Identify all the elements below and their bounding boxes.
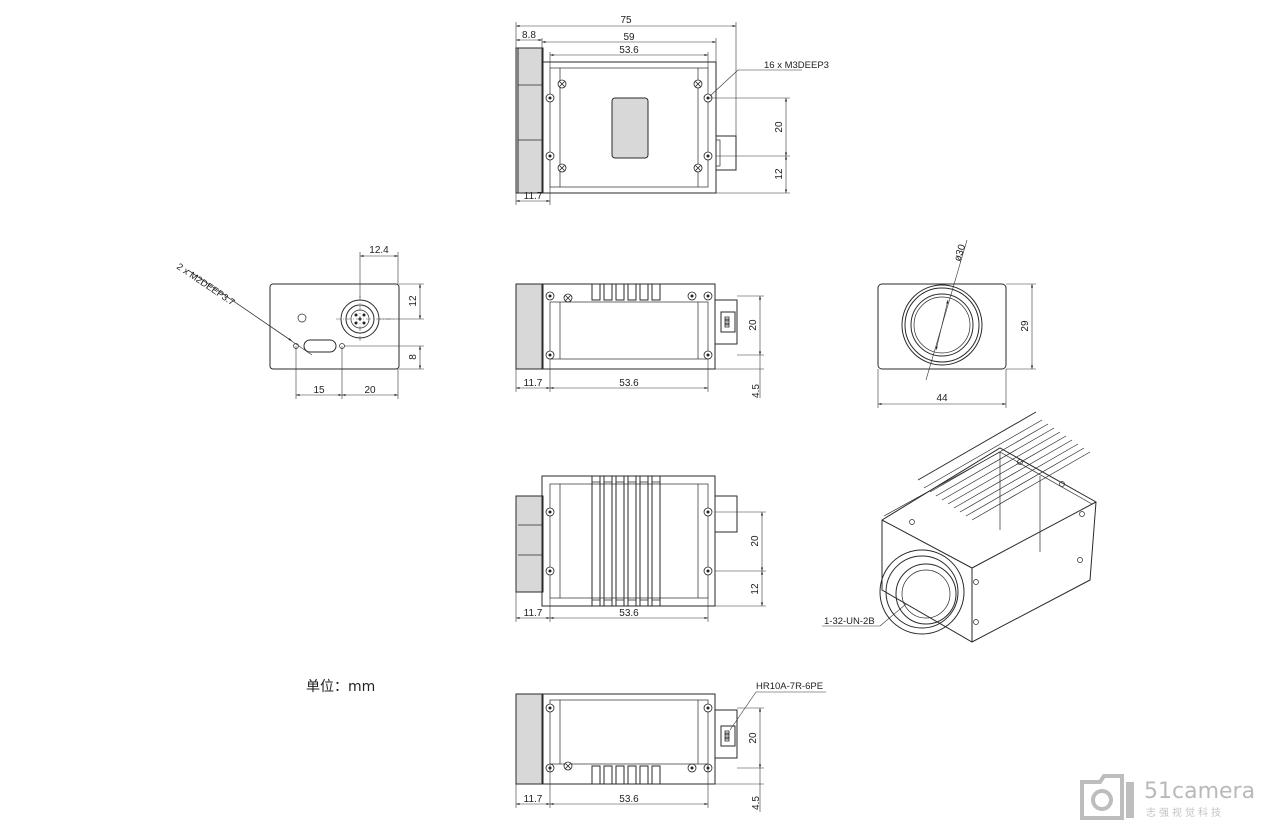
dim-left-offset: 15	[313, 385, 325, 396]
iso-view: 1-32-UN-2B	[822, 411, 1097, 643]
logo-sub: 志强视觉科技	[1146, 806, 1224, 819]
rear-dim-width: 44	[936, 393, 948, 404]
dim-offset: 12	[774, 168, 785, 180]
side1-flange	[515, 283, 544, 370]
callout-m2-holes: 2 x M2DEEP3.7	[174, 261, 236, 308]
dim-overall: 75	[620, 15, 632, 26]
front-view: 12.4 12 8 15 20 2 x M2DEEP3.7	[174, 245, 424, 399]
usb-port	[303, 339, 337, 353]
dim-conn-offset: 20	[364, 385, 376, 396]
bottom-dim-offset: 12	[750, 583, 761, 595]
callout-mount-thread: 1-32-UN-2B	[824, 616, 875, 627]
dim-height-lower: 8	[408, 354, 419, 360]
side1-dim-bottom: 4.5	[751, 384, 762, 398]
camera-body	[541, 61, 717, 194]
dim-inner: 53.6	[619, 45, 639, 56]
rear-view: ø30 29 44	[877, 239, 1036, 408]
side2-dim-bottom: 4.5	[751, 796, 762, 810]
unit-label: 单位：mm	[306, 679, 376, 695]
dim-mid: 59	[623, 32, 635, 43]
side-view-1: 20 4.5 11.7 53.6	[515, 283, 764, 398]
callout-screw-holes: 16 x M3DEEP3	[764, 60, 829, 71]
callout-connector: HR10A-7R-6PE	[756, 681, 823, 692]
side2-fins	[591, 765, 661, 784]
lens-mount-flange	[515, 47, 544, 194]
top-view: 75 59 53.6 8.8 20 12 11.7 16 x M3DEEP3	[515, 15, 829, 205]
side1-fins	[591, 284, 661, 301]
bottom-dim-hole-pitch: 20	[750, 535, 761, 547]
side2-connector	[714, 709, 738, 759]
rear-dim-height: 29	[1020, 320, 1031, 332]
dim-hole-pitch: 20	[774, 121, 785, 133]
dim-height-upper: 12	[408, 295, 419, 307]
lens-mount-inner	[910, 293, 974, 357]
bottom-connector	[714, 495, 738, 533]
side1-dim-hole-pitch: 20	[748, 319, 759, 331]
lens-mount-outer	[901, 284, 983, 366]
dim-conn-width: 12.4	[369, 245, 389, 256]
dim-front: 11.7	[524, 191, 543, 202]
side1-dim-front: 11.7	[524, 378, 543, 389]
indicator-hole	[297, 313, 307, 323]
side2-flange	[515, 693, 544, 785]
camera-icon	[1080, 774, 1134, 820]
connector-stub	[715, 135, 737, 171]
bottom-view: 20 12 11.7 53.6	[515, 475, 766, 622]
side1-dim-body: 53.6	[619, 378, 639, 389]
rear-face	[877, 283, 1007, 370]
bottom-dim-body: 53.6	[619, 608, 639, 619]
rear-dim-diameter: ø30	[952, 243, 968, 263]
logo-name: 51camera	[1144, 779, 1255, 804]
label-plate	[611, 97, 649, 159]
side2-dim-front: 11.7	[524, 794, 543, 805]
iso-outline	[881, 447, 1097, 643]
side1-connector	[714, 299, 738, 345]
iso-lens-mount	[879, 549, 965, 635]
side-view-2: 20 4.5 11.7 53.6 HR10A-7R-6PE	[515, 681, 826, 812]
front-face	[269, 283, 400, 370]
side2-dim-body: 53.6	[619, 794, 639, 805]
brand-logo: 51camera 志强视觉科技	[1080, 774, 1255, 820]
bottom-fins	[591, 476, 661, 606]
bottom-flange	[515, 495, 544, 593]
bottom-dim-front: 11.7	[524, 608, 543, 619]
side2-dim-hole-pitch: 20	[748, 732, 759, 744]
dim-flange: 8.8	[522, 30, 536, 41]
